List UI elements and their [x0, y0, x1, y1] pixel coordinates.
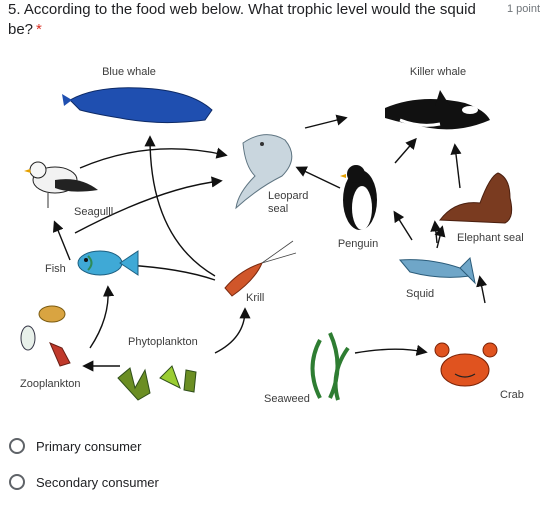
label-seagull: Seagulll [74, 206, 113, 218]
label-zooplankton: Zooplankton [20, 378, 81, 390]
label-leopard-line2: seal [268, 203, 288, 215]
option-secondary-consumer[interactable]: Secondary consumer [9, 472, 159, 492]
points-label: 1 point [506, 3, 540, 15]
penguin-icon [340, 165, 377, 230]
label-squid: Squid [406, 288, 434, 300]
label-killer-whale: Killer whale [410, 66, 466, 78]
option-label: Secondary consumer [36, 474, 159, 490]
label-krill: Krill [246, 292, 264, 304]
label-seaweed: Seaweed [264, 393, 310, 405]
label-penguin: Penguin [338, 238, 378, 250]
radio-button[interactable] [9, 474, 25, 490]
label-blue-whale: Blue whale [102, 66, 156, 78]
option-label: Primary consumer [36, 438, 142, 454]
label-crab: Crab [500, 389, 524, 401]
krill-icon [224, 240, 297, 297]
seagull-icon [24, 161, 98, 208]
blue-whale-icon [62, 87, 213, 124]
question-text: 5. According to the food web below. What… [8, 1, 476, 38]
killer-whale-icon [385, 90, 490, 130]
crab-icon [434, 342, 498, 387]
label-leopard-line1: Leopard [268, 190, 308, 202]
food-web-image: Blue whale Killer whale Seagulll Leopard… [20, 66, 524, 405]
zooplankton-icon [20, 305, 71, 367]
seaweed-icon [310, 332, 350, 401]
answer-options: Primary consumer Secondary consumer [9, 436, 159, 508]
option-primary-consumer[interactable]: Primary consumer [9, 436, 159, 456]
leopard-seal-icon [235, 134, 293, 210]
phytoplankton-icon [117, 365, 197, 401]
radio-button[interactable] [9, 438, 25, 454]
label-fish: Fish [45, 263, 66, 275]
squid-icon [398, 256, 476, 285]
fish-icon [77, 250, 139, 276]
food-web-arrows [52, 114, 488, 372]
elephant-seal-icon [439, 172, 513, 224]
label-elephant-seal: Elephant seal [457, 232, 524, 244]
question-title: 5. According to the food web below. What… [8, 0, 488, 40]
label-phytoplankton: Phytoplankton [128, 336, 198, 348]
required-mark: * [36, 21, 42, 38]
